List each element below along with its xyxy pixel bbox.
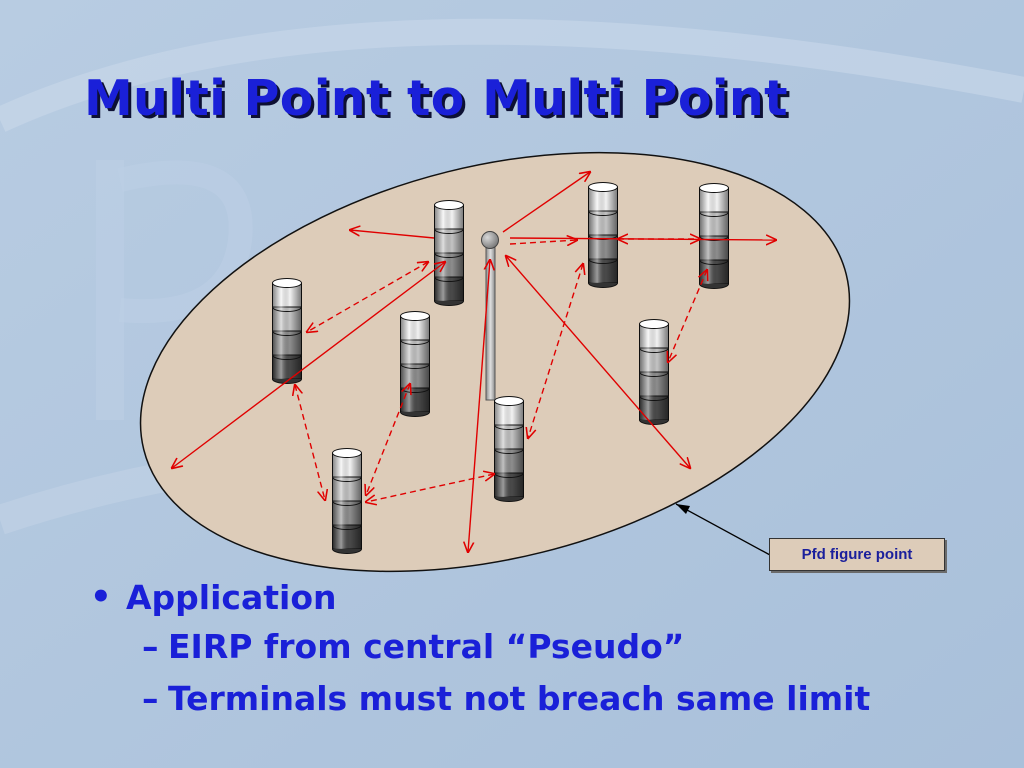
sub-bullet-marker: – bbox=[142, 678, 159, 718]
callout-pointer-arrow bbox=[675, 503, 771, 556]
terminal-8-icon bbox=[332, 448, 362, 554]
terminal-link-arrow-14 bbox=[509, 240, 577, 244]
bullet-text: Application bbox=[126, 577, 337, 617]
central-station-ball bbox=[481, 231, 499, 249]
callout-arrowhead bbox=[676, 504, 690, 514]
terminal-3-icon bbox=[400, 311, 430, 417]
terminal-6-icon bbox=[639, 319, 669, 425]
sub-bullet-terminals: – Terminals must not breach same limit bbox=[90, 672, 870, 724]
terminal-link-arrow-7 bbox=[307, 262, 428, 332]
sub-bullet-text: Terminals must not breach same limit bbox=[168, 678, 871, 718]
terminal-5-icon bbox=[699, 183, 729, 289]
terminal-4-icon bbox=[588, 182, 618, 288]
bullet-item-application: • Application bbox=[90, 574, 870, 620]
terminal-link-arrow-11 bbox=[528, 264, 583, 438]
central-mast bbox=[485, 245, 496, 401]
terminal-7-icon bbox=[494, 396, 524, 502]
terminal-1-icon bbox=[434, 200, 464, 306]
bullet-list: • Application – EIRP from central “Pseud… bbox=[90, 574, 870, 724]
slide-title: Multi Point to Multi Point bbox=[84, 70, 788, 127]
sub-bullet-eirp: – EIRP from central “Pseudo” bbox=[90, 620, 870, 672]
bullet-marker: • bbox=[90, 577, 112, 617]
transmission-arrow-4 bbox=[502, 172, 590, 233]
transmission-arrow-1 bbox=[350, 230, 435, 239]
sub-bullet-marker: – bbox=[142, 626, 159, 666]
terminal-2-icon bbox=[272, 278, 302, 384]
pfd-figure-point-callout: Pfd figure point bbox=[769, 538, 945, 571]
sub-bullet-text: EIRP from central “Pseudo” bbox=[168, 626, 685, 666]
terminal-link-arrow-10 bbox=[366, 474, 494, 502]
terminal-link-arrow-12 bbox=[668, 270, 707, 362]
